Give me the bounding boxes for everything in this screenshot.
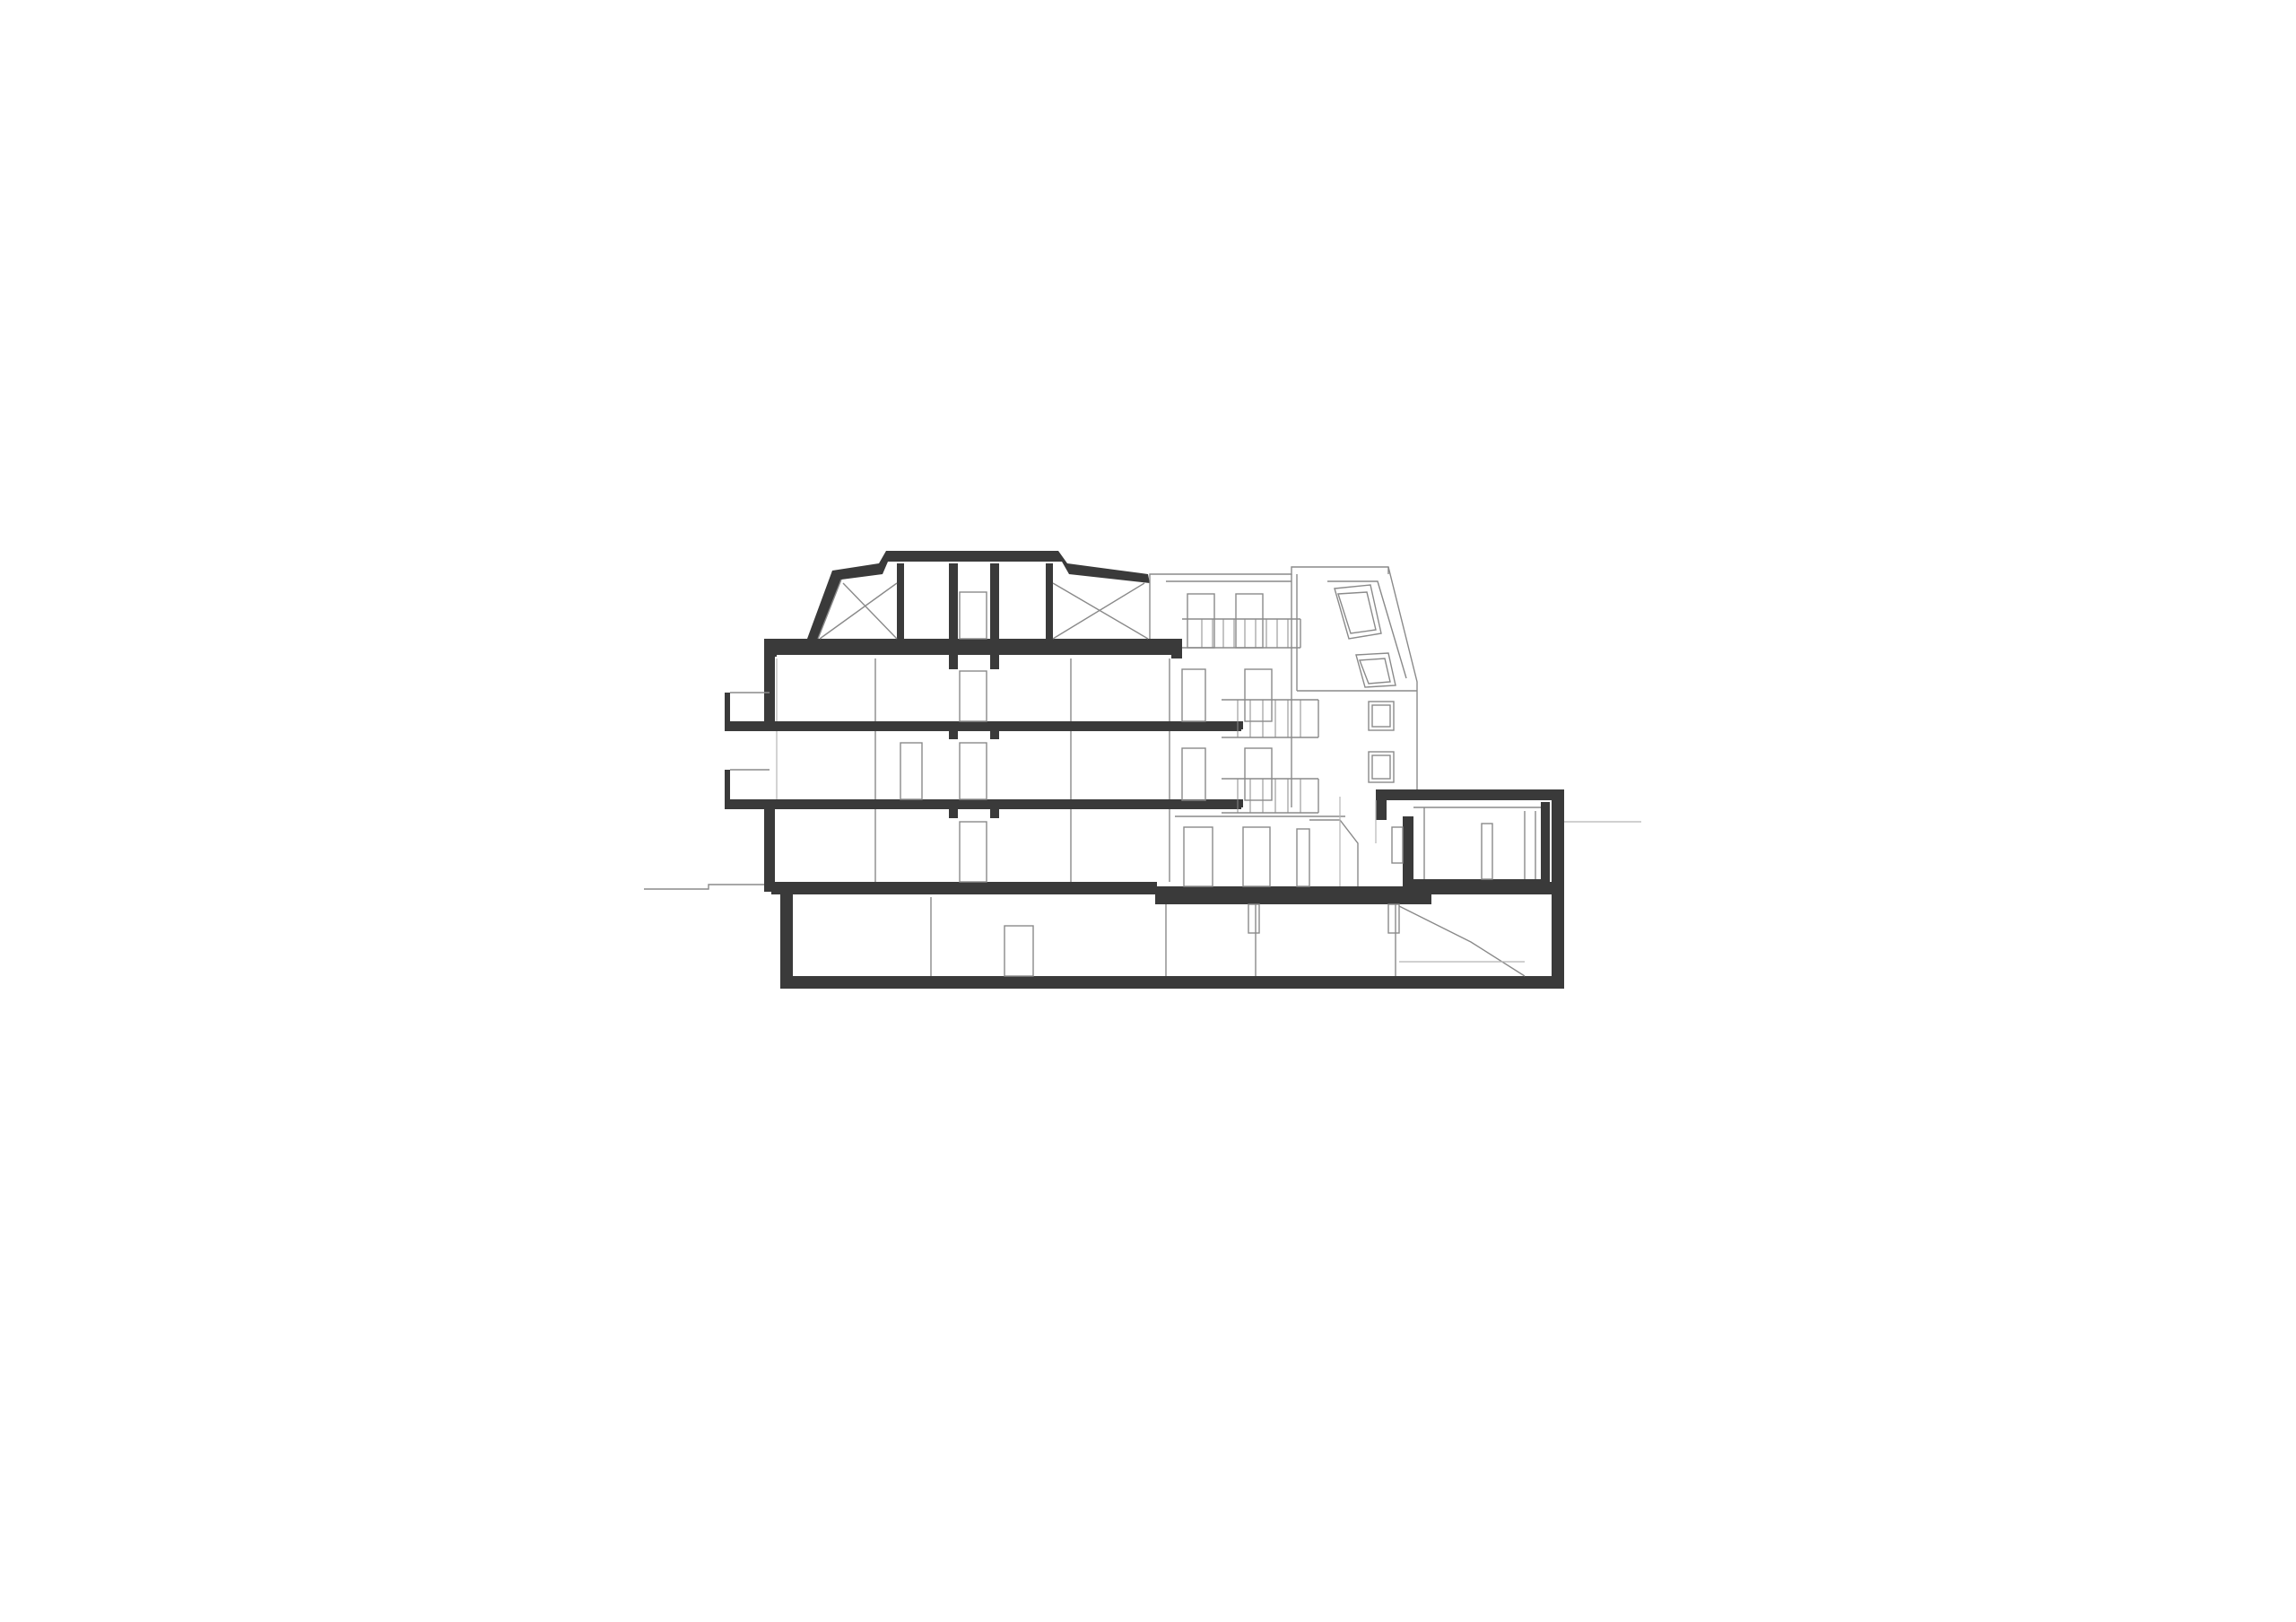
roof-interior [817, 579, 1151, 640]
roof-cut [807, 551, 1150, 646]
pavilion-cut [1376, 789, 1564, 892]
ground-line-left [644, 884, 770, 890]
rear-building-elevation [1149, 566, 1418, 887]
basement-cut [771, 789, 1564, 989]
main-block-interior [730, 658, 1170, 883]
main-block-cut [725, 639, 1243, 892]
pavilion-interior [1375, 800, 1541, 880]
basement-interior [930, 897, 1526, 977]
